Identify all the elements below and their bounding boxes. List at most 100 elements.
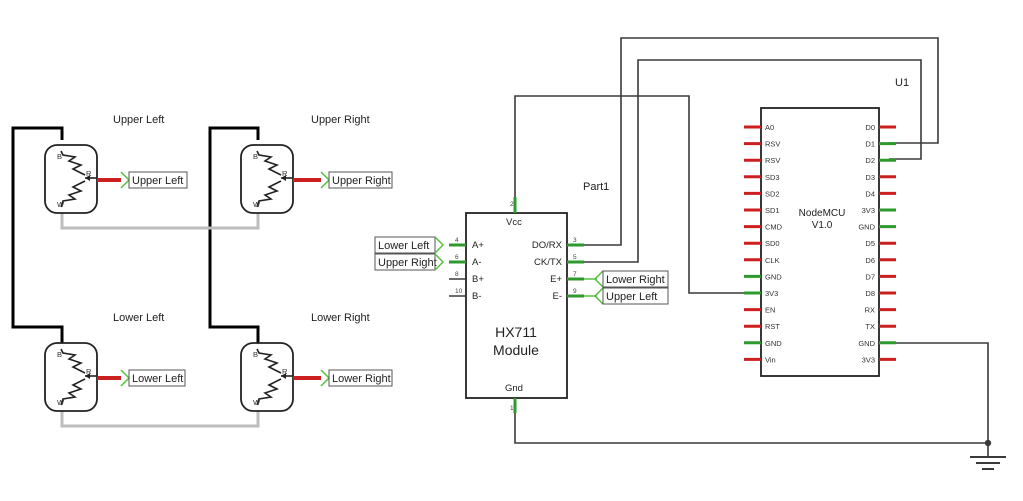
resistor-zigzag-top: [60, 348, 86, 374]
pin-w-label: W: [57, 200, 65, 209]
hx711-net-flag-box-e[interactable]: [602, 270, 669, 288]
net-flag-text: Lower Left: [132, 373, 183, 385]
nodemcu-pin-label-left-vin-14: Vin: [765, 355, 776, 364]
pin-b-label: B: [57, 350, 62, 359]
nodemcu-pin-label-left-rsv-2: RSV: [765, 156, 780, 165]
hx711-pin-number-a: 4: [455, 237, 459, 244]
net-flag-arrow: [120, 171, 131, 189]
pin-r-label: R: [86, 367, 92, 376]
nodemcu-pin-label-left-cmd-6: CMD: [765, 223, 783, 232]
hx711-net-flag-box-a[interactable]: [374, 236, 436, 254]
nodemcu-pin-label-right-d5-7: D5: [865, 239, 875, 248]
nodemcu-left-pins: A0RSVRSVSD3SD2SD1CMDSD0CLKGND3V3ENRSTGND…: [744, 123, 783, 364]
hx711-name-line2: Module: [493, 342, 539, 358]
load-cell-lower-left[interactable]: B R W: [44, 342, 98, 412]
nodemcu-pin-label-right-rx-11: RX: [865, 306, 875, 315]
nodemcu-pin-label-left-a0-0: A0: [765, 123, 774, 132]
nodemcu-pin-label-right-gnd-13: GND: [858, 339, 875, 348]
nodemcu-pin-label-right-gnd-6: GND: [858, 223, 875, 232]
hx711-pin-number-e: 9: [573, 288, 577, 295]
hx711-name: HX711: [495, 324, 537, 340]
wire-gnd-hx711: [514, 402, 988, 444]
w-wire-lower: [60, 410, 260, 428]
hx711-vcc-pin-number: 2: [510, 201, 514, 208]
pin-r-label: R: [86, 169, 92, 178]
nodemcu-name: NodeMCU: [799, 208, 846, 219]
nodemcu-pin-label-left-rst-12: RST: [765, 322, 780, 331]
nodemcu-pin-label-right-d8-10: D8: [865, 289, 875, 298]
hx711-body: [465, 212, 568, 399]
nodemcu-ref: U1: [895, 77, 909, 89]
hx711-pin-number-b: 8: [455, 271, 459, 278]
nodemcu-pin-label-right-3v3-14: 3V3: [862, 355, 875, 364]
hx711-gnd-pin-number: 1: [510, 405, 514, 412]
load-cell-upper-left[interactable]: B R W: [44, 144, 98, 214]
hx711-pin-number-b: 10: [455, 288, 463, 295]
load-cell-upper-right[interactable]: B R W: [240, 144, 294, 214]
hx711-net-flag-text-a: Upper Right: [378, 257, 437, 269]
resistor-zigzag-top: [256, 150, 282, 176]
nodemcu-pin-label-left-sd3-3: SD3: [765, 173, 780, 182]
net-flag-text: Upper Right: [332, 175, 391, 187]
bridge-wire-left: [11, 126, 64, 345]
hx711-part-ref: Part1: [583, 181, 609, 193]
wiper-arrow: [85, 373, 90, 379]
w-wire-upper: [60, 212, 260, 230]
nodemcu-pin-label-left-en-11: EN: [765, 306, 775, 315]
pin-w-label: W: [253, 200, 261, 209]
hx711-net-flag-box-e[interactable]: [602, 287, 669, 305]
net-flag-box: [128, 369, 186, 387]
resistor-zigzag-top: [60, 150, 86, 176]
nodemcu-pin-label-left-3v3-10: 3V3: [765, 289, 778, 298]
load-cell-title-upper-left: Upper Left: [113, 114, 164, 126]
net-flag-text: Upper Left: [132, 175, 183, 187]
pin-b-label: B: [253, 152, 258, 161]
hx711-gnd-label: Gnd: [505, 383, 523, 394]
nodemcu-pin-label-left-gnd-9: GND: [765, 272, 782, 281]
net-flag-upper-right[interactable]: Upper Right: [320, 171, 393, 189]
hx711-pin-label-e: E-: [553, 291, 563, 302]
net-flag-lower-right[interactable]: Lower Right: [320, 369, 393, 387]
net-flag-lower-left[interactable]: Lower Left: [120, 369, 186, 387]
net-flag-arrow: [320, 171, 331, 189]
hx711-pin-label-a: A-: [472, 257, 482, 268]
r-pin-leads: [97, 178, 321, 380]
hx711-net-flag-text-a: Lower Left: [378, 240, 429, 252]
pin-b-label: B: [253, 350, 258, 359]
pin-r-label: R: [282, 367, 288, 376]
nodemcu-pin-label-left-gnd-13: GND: [765, 339, 782, 348]
net-flag-upper-left[interactable]: Upper Left: [120, 171, 188, 189]
nodemcu-board[interactable]: NodeMCU V1.0 U1 A0RSVRSVSD3SD2SD1CMDSD0C…: [744, 77, 909, 377]
hx711-pin-label-b: B-: [472, 291, 482, 302]
w-wires: [60, 212, 260, 428]
signal-wires: [514, 37, 989, 456]
net-flag-arrow: [120, 369, 131, 387]
wiper-arrow: [281, 175, 286, 181]
nodemcu-pin-label-right-tx-12: TX: [865, 322, 875, 331]
nodemcu-pin-label-left-sd2-4: SD2: [765, 189, 780, 198]
resistor-zigzag-top: [256, 348, 282, 374]
hx711-pin-number-ck-tx: 5: [573, 254, 577, 261]
net-flag-box: [128, 171, 188, 189]
wire-gnd-nodemcu: [889, 342, 989, 456]
hx711-net-flag-text-e: Upper Left: [606, 291, 657, 303]
net-flag-box: [328, 171, 393, 189]
hx711-net-flag-box-a[interactable]: [374, 253, 436, 271]
ground-junction-dot: [984, 439, 992, 447]
hx711-net-flag-arrow-a: [434, 253, 445, 271]
nodemcu-version: V1.0: [812, 220, 833, 231]
net-flag-arrow: [320, 369, 331, 387]
wiper-arrow: [85, 175, 90, 181]
load-cell-lower-right[interactable]: B R W: [240, 342, 294, 412]
hx711-pin-label-b: B+: [472, 274, 484, 285]
hx711-pin-number-a: 6: [455, 254, 459, 261]
nodemcu-pin-label-right-d3-3: D3: [865, 173, 875, 182]
load-cell-title-lower-right: Lower Right: [311, 312, 370, 324]
nodemcu-pin-label-right-d4-4: D4: [865, 189, 875, 198]
net-flag-text: Lower Right: [332, 373, 391, 385]
nodemcu-pin-label-left-rsv-1: RSV: [765, 140, 780, 149]
